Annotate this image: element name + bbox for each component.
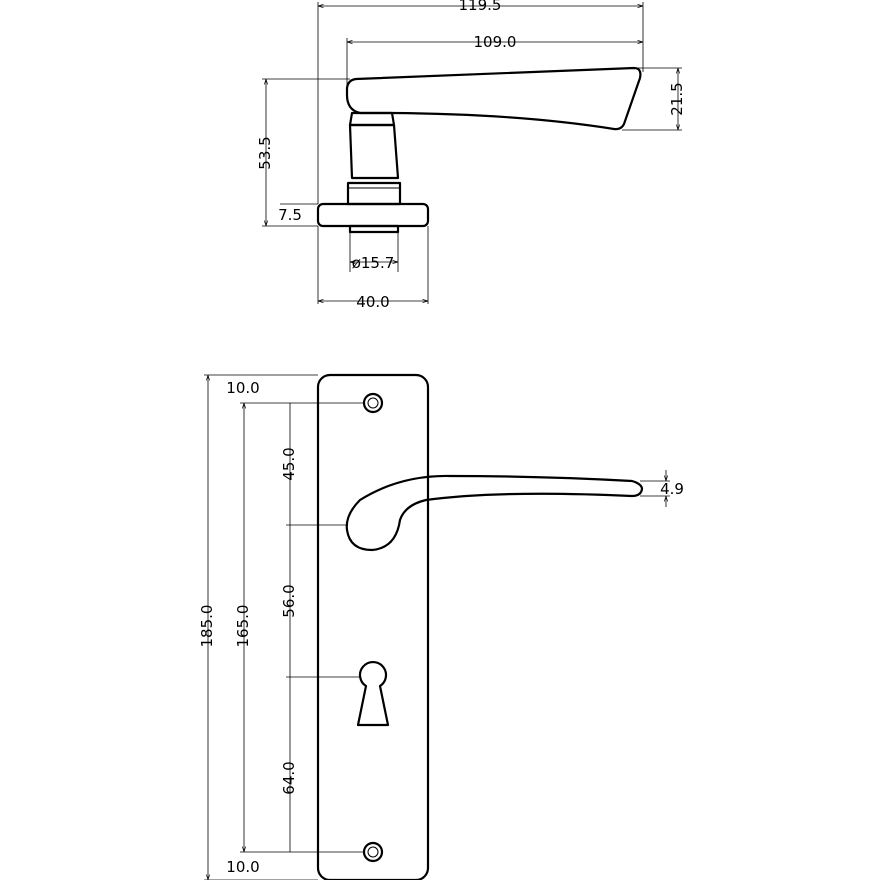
dim-backplate-height: 185.0 bbox=[198, 605, 216, 648]
dim-spindle-diameter: ø15.7 bbox=[352, 254, 395, 272]
dim-rose-thickness: 7.5 bbox=[278, 206, 302, 224]
top-screw-hole-inner bbox=[367, 397, 379, 409]
side-neck-collar bbox=[348, 111, 396, 127]
dim-lever-to-keyhole: 56.0 bbox=[280, 584, 298, 617]
bottom-screw-hole-inner bbox=[367, 846, 379, 858]
dim-keyhole-to-hole: 64.0 bbox=[280, 761, 298, 794]
side-spindle bbox=[348, 224, 400, 234]
backplate bbox=[316, 373, 430, 880]
dim-top-hole-offset: 10.0 bbox=[226, 379, 259, 397]
dim-rose-diameter: 40.0 bbox=[356, 293, 389, 311]
top-screw-hole bbox=[362, 392, 384, 414]
side-rose bbox=[316, 202, 430, 228]
dim-lever-height: 21.5 bbox=[668, 82, 686, 115]
side-base-collar bbox=[346, 181, 402, 206]
keyhole bbox=[356, 661, 390, 727]
dim-hole-to-lever: 45.0 bbox=[280, 447, 298, 480]
dim-overall-length: 119.5 bbox=[459, 0, 502, 14]
side-lever bbox=[345, 66, 642, 131]
dim-bottom-hole-offset: 10.0 bbox=[226, 858, 259, 876]
side-neck bbox=[348, 123, 400, 180]
bottom-screw-hole bbox=[362, 841, 384, 863]
front-lever bbox=[345, 474, 644, 552]
dim-lever-length: 109.0 bbox=[474, 33, 517, 51]
dim-lever-tip: 4.9 bbox=[660, 480, 684, 498]
dim-total-height: 53.5 bbox=[256, 136, 274, 169]
front-view: 185.0 165.0 45.0 56.0 64.0 10.0 10.0 4.9 bbox=[198, 373, 684, 880]
dim-hole-centers: 165.0 bbox=[234, 605, 252, 648]
side-view: 119.5 109.0 21.5 53.5 7.5 ø15.7 40.0 bbox=[256, 0, 686, 311]
